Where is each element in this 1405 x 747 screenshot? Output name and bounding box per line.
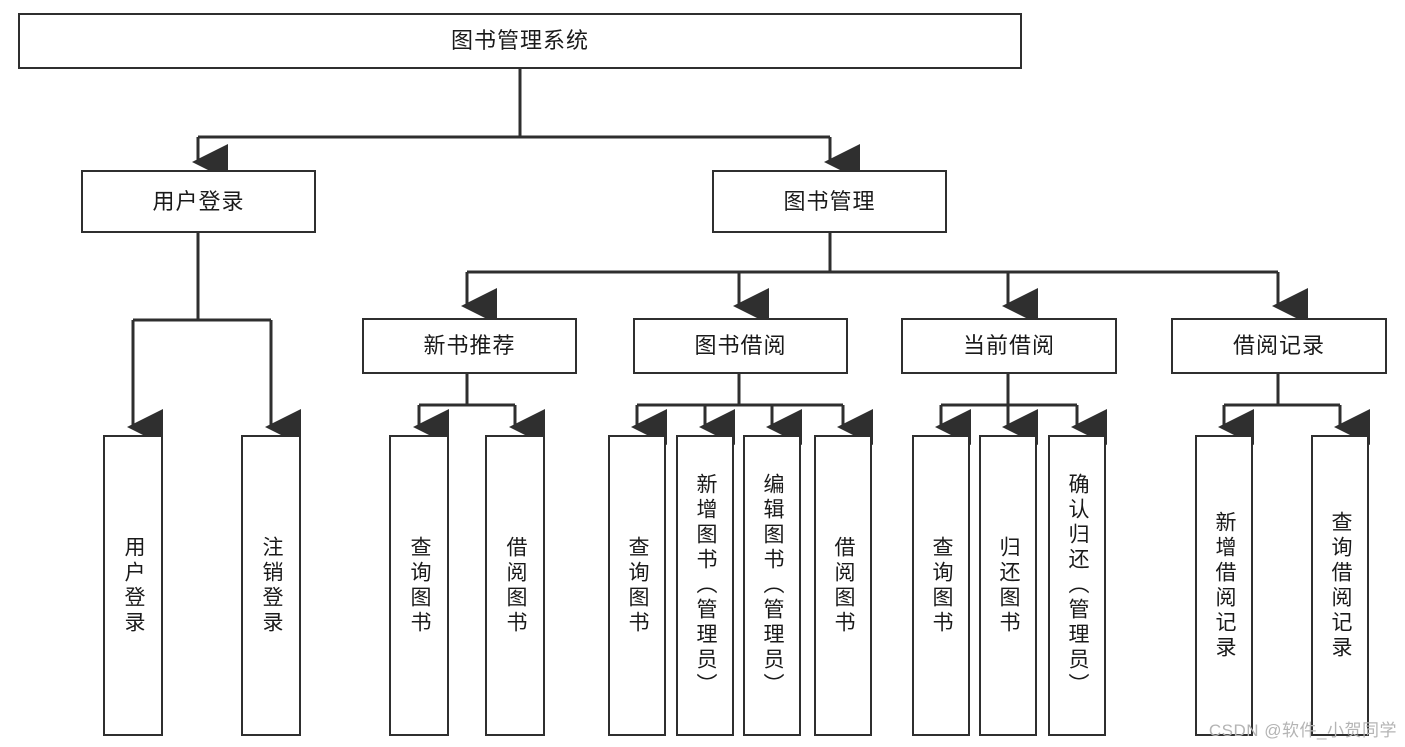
leaf-borrow-add-book-admin[interactable]: 新增图书（管理员）: [676, 435, 734, 736]
node-label: 图书借阅: [694, 333, 787, 359]
leaf-record-add-record[interactable]: 新增借阅记录: [1195, 435, 1253, 736]
node-label: 新增借阅记录: [1213, 510, 1237, 661]
node-label: 注销登录: [260, 535, 284, 636]
node-label: 借阅图书: [504, 535, 528, 636]
node-new-book-recommend[interactable]: 新书推荐: [362, 318, 577, 374]
leaf-current-return-book[interactable]: 归还图书: [979, 435, 1037, 736]
node-label: 用户登录: [152, 188, 245, 214]
csdn-watermark: CSDN @软件_小贺同学: [1208, 721, 1397, 740]
leaf-borrow-borrow-book[interactable]: 借阅图书: [814, 435, 872, 736]
node-book-management[interactable]: 图书管理: [712, 170, 947, 233]
node-label: 编辑图书（管理员）: [761, 473, 785, 698]
node-label: 确认归还（管理员）: [1066, 473, 1090, 698]
node-label: 查询图书: [626, 535, 650, 636]
node-root-system[interactable]: 图书管理系统: [18, 13, 1022, 69]
node-label: 查询图书: [408, 535, 432, 636]
leaf-current-confirm-return-admin[interactable]: 确认归还（管理员）: [1048, 435, 1106, 736]
node-current-borrow[interactable]: 当前借阅: [901, 318, 1117, 374]
node-label: 图书管理系统: [450, 28, 589, 54]
node-label: 借阅图书: [832, 535, 856, 636]
node-label: 归还图书: [997, 535, 1021, 636]
node-label: 新增图书（管理员）: [694, 473, 718, 698]
node-borrow-record[interactable]: 借阅记录: [1171, 318, 1387, 374]
leaf-current-query-book[interactable]: 查询图书: [912, 435, 970, 736]
node-label: 当前借阅: [962, 333, 1055, 359]
node-user-login[interactable]: 用户登录: [81, 170, 316, 233]
node-label: 查询借阅记录: [1329, 510, 1353, 661]
leaf-recommend-borrow-book[interactable]: 借阅图书: [485, 435, 545, 736]
node-label: 新书推荐: [423, 333, 516, 359]
leaf-borrow-edit-book-admin[interactable]: 编辑图书（管理员）: [743, 435, 801, 736]
node-label: 用户登录: [122, 535, 146, 636]
node-label: 查询图书: [930, 535, 954, 636]
leaf-borrow-query-book[interactable]: 查询图书: [608, 435, 666, 736]
leaf-user-login-login[interactable]: 用户登录: [103, 435, 163, 736]
node-label: 图书管理: [783, 188, 876, 214]
leaf-recommend-query-book[interactable]: 查询图书: [389, 435, 449, 736]
leaf-user-login-logout[interactable]: 注销登录: [241, 435, 301, 736]
node-label: 借阅记录: [1232, 333, 1325, 359]
leaf-record-query-record[interactable]: 查询借阅记录: [1311, 435, 1369, 736]
node-book-borrow[interactable]: 图书借阅: [633, 318, 848, 374]
